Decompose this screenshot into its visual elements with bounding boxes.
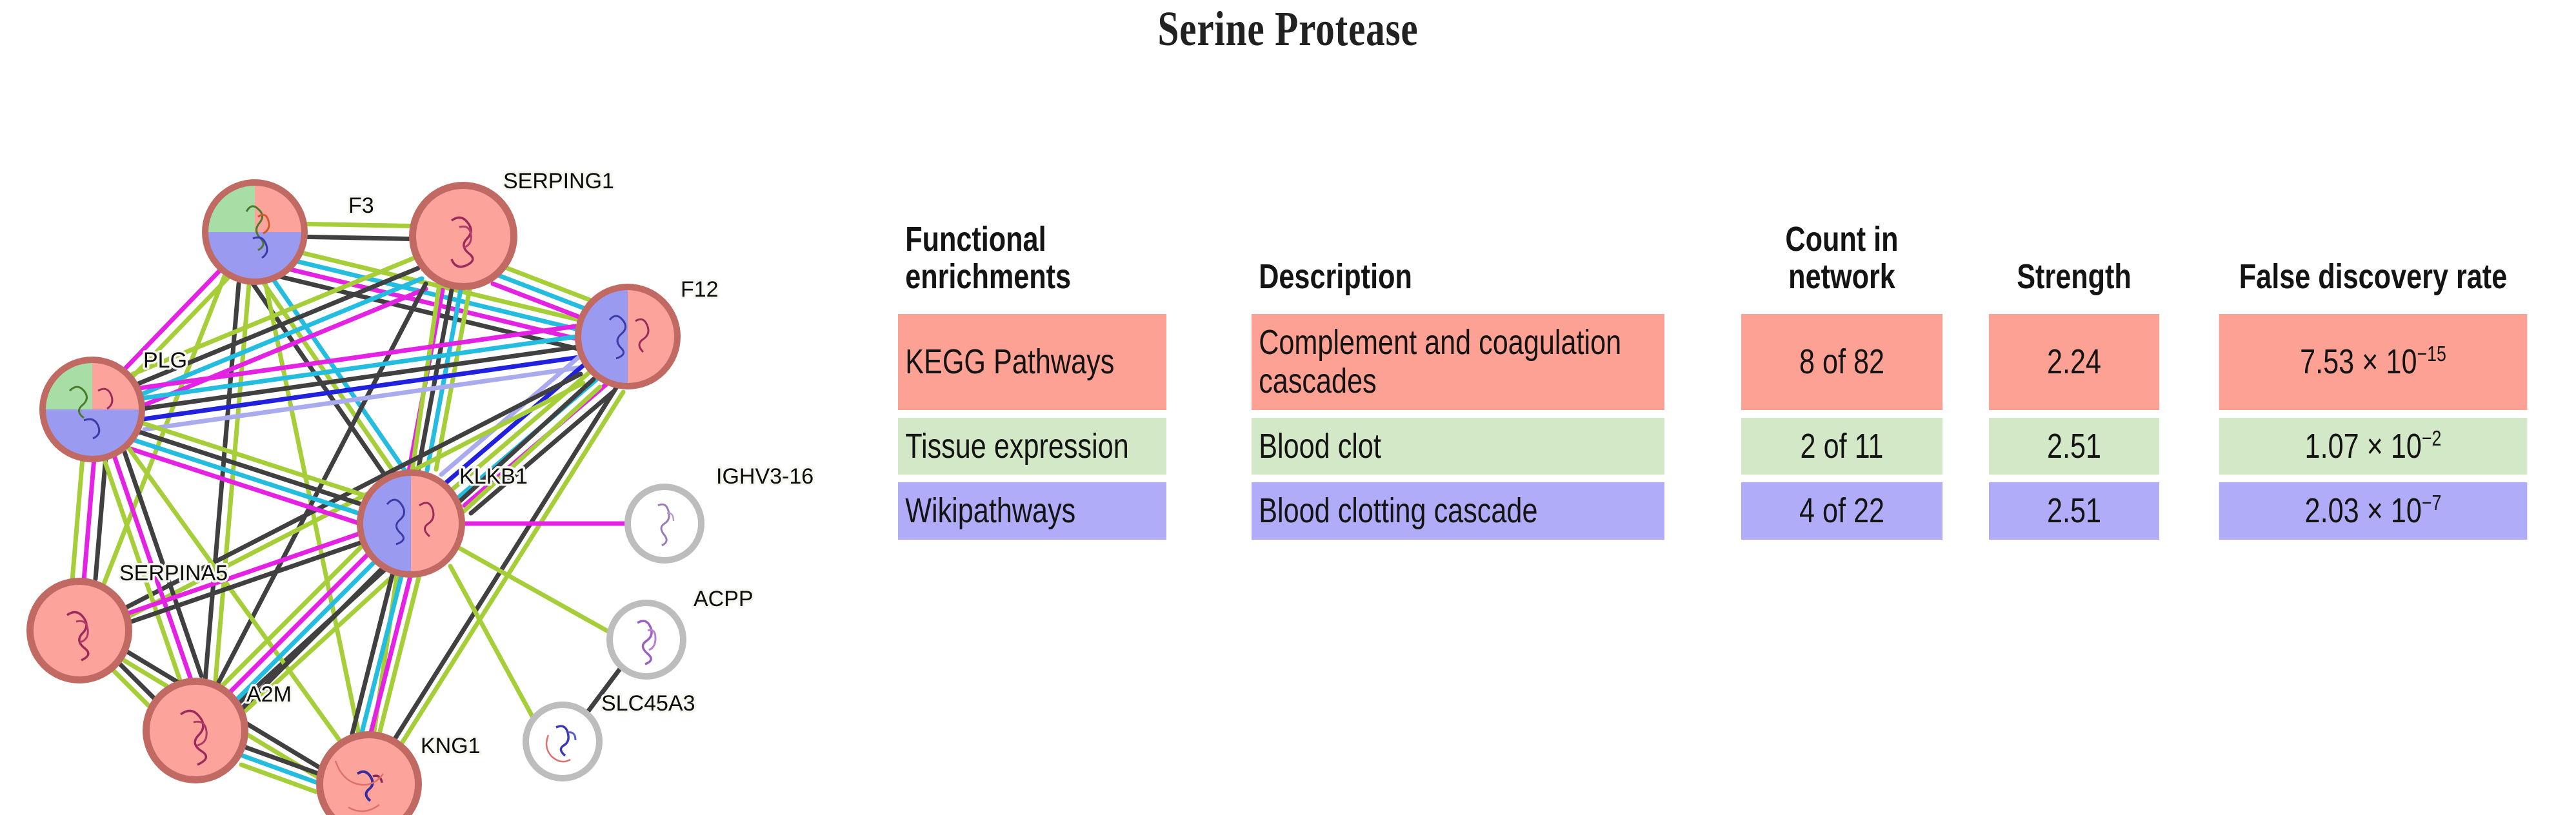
cell-count: 4 of 22	[1741, 482, 1942, 540]
node-a2m[interactable]	[143, 678, 248, 783]
column-header-description: Description	[1259, 257, 1412, 297]
edge-f12-plg	[137, 324, 583, 432]
edge-klkb1-kng1	[350, 573, 422, 738]
edge-a2m-kng1	[239, 744, 321, 794]
column-header-strength: Strength	[2017, 257, 2132, 297]
edge-serping1-plg	[130, 255, 428, 408]
node-f3[interactable]	[202, 179, 308, 285]
cell-description: Blood clot	[1252, 417, 1664, 475]
network-nodes	[26, 179, 704, 815]
node-serping1[interactable]	[409, 182, 517, 290]
cell-strength: 2.51	[1989, 417, 2159, 475]
fdr-mantissa: 2.03 × 10	[2304, 491, 2422, 531]
node-klkb1[interactable]	[357, 469, 465, 578]
edge-f3-f12	[267, 242, 626, 362]
network-svg: F3 SERPING1 F12 PLG KLKB1 IGHV3-16 SERPI…	[26, 167, 816, 815]
protein-network-diagram: F3 SERPING1 F12 PLG KLKB1 IGHV3-16 SERPI…	[0, 39, 845, 815]
node-serpina5[interactable]	[26, 578, 132, 683]
cell-category: Tissue expression	[898, 417, 1166, 475]
edge-plg-a2m	[101, 447, 204, 685]
cell-fdr: 7.53 × 10−15	[2219, 313, 2528, 410]
node-slc45a3[interactable]	[523, 702, 603, 781]
cell-description: Blood clotting cascade	[1252, 482, 1664, 540]
edge-acpp-slc45a3	[583, 665, 623, 717]
node-label-a2m: A2M	[246, 682, 292, 707]
network-node-labels: F3 SERPING1 F12 PLG KLKB1 IGHV3-16 SERPI…	[117, 167, 816, 761]
node-label-kng1: KNG1	[421, 734, 481, 758]
table-row: Wikipathways Blood clotting cascade 4 of…	[864, 482, 2566, 540]
edge-plg-klkb1	[128, 419, 370, 526]
cell-fdr: 1.07 × 10−2	[2219, 417, 2528, 475]
edge-klkb1-slc45a3	[448, 564, 538, 725]
edge-f3-plg	[115, 263, 236, 386]
node-label-slc45a3: SLC45A3	[601, 691, 695, 716]
table-row: KEGG Pathways Complement and coagulation…	[864, 313, 2566, 410]
column-header-functional-enrichments: Functional enrichments	[905, 220, 1072, 297]
cell-count: 8 of 82	[1741, 313, 1942, 410]
node-label-ighv3-16: IGHV3-16	[716, 464, 814, 489]
column-header-count-in-network: Count in network	[1785, 220, 1899, 297]
functional-enrichment-table: Functional enrichments Description Count…	[864, 213, 2566, 547]
node-label-serping1: SERPING1	[503, 169, 614, 193]
fdr-exponent: −2	[2421, 426, 2442, 451]
cell-category: KEGG Pathways	[898, 313, 1166, 410]
edge-plg-serpina5	[70, 454, 108, 583]
cell-count: 2 of 11	[1741, 417, 1942, 475]
table-body: KEGG Pathways Complement and coagulation…	[864, 313, 2566, 540]
node-acpp[interactable]	[606, 600, 686, 680]
cell-category: Wikipathways	[898, 482, 1166, 540]
cell-fdr: 2.03 × 10−7	[2219, 482, 2528, 540]
table-header: Functional enrichments Description Count…	[864, 221, 2566, 306]
node-label-klkb1: KLKB1	[459, 464, 528, 489]
edge-klkb1-acpp	[457, 545, 612, 634]
cell-strength: 2.24	[1989, 313, 2159, 410]
page-title: Serine Protease	[1157, 2, 1419, 56]
edge-plg-kng1	[124, 442, 346, 748]
node-f12[interactable]	[575, 284, 681, 389]
edge-klkb1-serpina5	[124, 531, 363, 625]
node-kng1[interactable]	[316, 731, 422, 815]
node-label-plg: PLG	[143, 348, 187, 373]
fdr-mantissa: 1.07 × 10	[2304, 426, 2422, 466]
table-header-row: Functional enrichments Description Count…	[864, 221, 2566, 306]
node-plg[interactable]	[39, 357, 145, 462]
node-label-serpina5: SERPINA5	[119, 561, 228, 585]
table-row: Tissue expression Blood clot 2 of 11 2.5…	[864, 417, 2566, 475]
fdr-mantissa: 7.53 × 10	[2300, 342, 2417, 381]
node-label-f3: F3	[348, 193, 374, 218]
cell-description: Complement and coagulation cascades	[1252, 313, 1664, 410]
node-label-f12: F12	[681, 277, 719, 302]
fdr-exponent: −15	[2417, 342, 2446, 366]
column-header-false-discovery-rate: False discovery rate	[2239, 257, 2508, 297]
node-label-acpp: ACPP	[694, 587, 754, 611]
cell-strength: 2.51	[1989, 482, 2159, 540]
edge-klkb1-a2m	[218, 544, 383, 713]
edge-serping1-f12	[490, 263, 604, 325]
node-ighv3-16[interactable]	[624, 484, 704, 564]
edge-f12-kng1	[392, 384, 626, 747]
fdr-exponent: −7	[2421, 491, 2442, 516]
